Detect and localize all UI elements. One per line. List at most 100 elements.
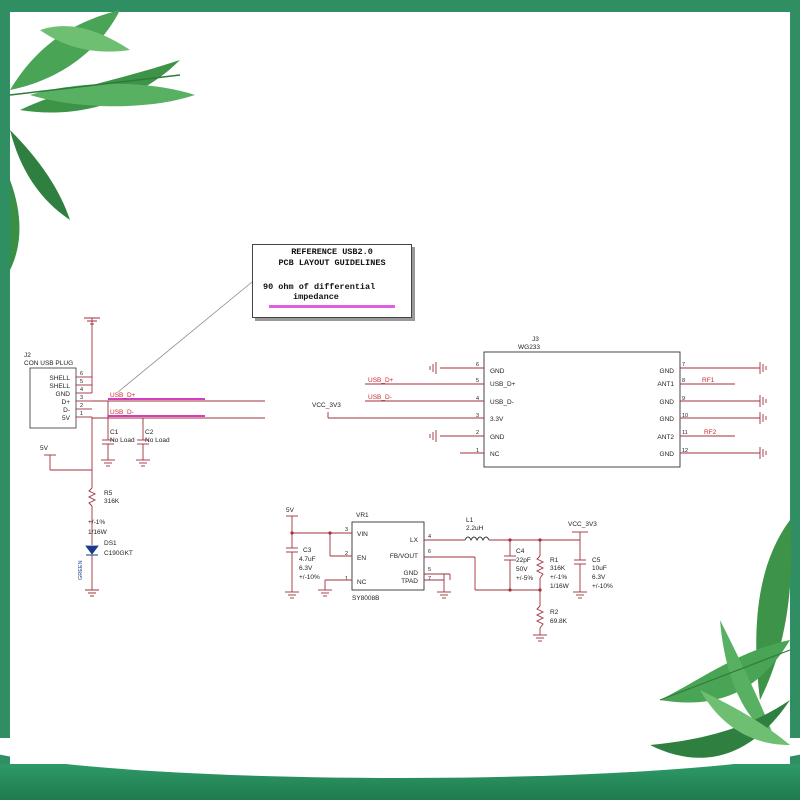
schematic-label: 4 [80, 387, 83, 393]
schematic-label: GND [660, 399, 675, 406]
schematic-label: J3 [532, 336, 539, 343]
schematic-label: 3.3V [490, 416, 504, 423]
usb-diff-pair: USB_D+ USB_D- [92, 392, 265, 419]
schematic-label: +/-10% [299, 574, 320, 581]
schematic-label: GND [490, 368, 505, 375]
schematic-label: ANT1 [657, 381, 674, 388]
schematic-label: +/-10% [592, 583, 613, 590]
note-line-4: impedance [293, 292, 339, 302]
schematic-label: GND [660, 368, 675, 375]
schematic-label: 9 [682, 396, 685, 402]
schematic-label: 5V [286, 507, 295, 514]
schematic-label: C1 [110, 429, 119, 436]
schematic-label: 2 [80, 403, 83, 409]
note-line-1: REFERENCE USB2.0 [291, 247, 373, 257]
schematic-label: D+ [62, 399, 71, 406]
schematic-label: VIN [357, 531, 368, 538]
schematic-label: USB_D+ [490, 381, 516, 388]
schematic-label: USB_D- [490, 399, 514, 406]
schematic-label: 5 [428, 567, 431, 573]
schematic-label: GREEN [78, 560, 84, 580]
schematic-label: 4 [428, 534, 431, 540]
schematic-label: 5V [62, 415, 71, 422]
schematic-label: USB_D- [110, 409, 134, 416]
note-line-3: 90 ohm of differential [263, 282, 376, 292]
schematic-label: TPAD [401, 578, 418, 585]
schematic-label: USB_D+ [110, 392, 136, 399]
schematic-label: L1 [466, 517, 474, 524]
frame-left [0, 0, 10, 800]
leaf-decoration-top-left [9, 10, 195, 270]
schematic-label: 6 [476, 362, 479, 368]
callout-leader [117, 281, 253, 393]
schematic-label: 6 [80, 371, 83, 377]
j2-name: CON USB PLUG [24, 360, 73, 367]
schematic-label: GND [660, 451, 675, 458]
schematic-label: VR1 [356, 512, 369, 519]
schematic-label: 2 [476, 430, 479, 436]
schematic-label: DS1 [104, 540, 117, 547]
schematic-label: 22pF [516, 557, 531, 564]
schematic-label: +/-1% [88, 519, 105, 526]
schematic-label: No Load [110, 437, 135, 444]
schematic-label: D- [63, 407, 70, 414]
schematic-label: 3 [476, 413, 479, 419]
note-highlight [269, 305, 395, 308]
schematic-label: 69.8K [550, 618, 568, 625]
schematic-label: 8 [682, 378, 685, 384]
schematic-label: 2.2uH [466, 525, 484, 532]
schematic-label: 316K [550, 565, 566, 572]
schematic-label: 316K [104, 498, 120, 505]
note-line-2: PCB LAYOUT GUIDELINES [278, 258, 386, 268]
frame-right [790, 0, 800, 800]
schematic-label: 50V [516, 566, 528, 573]
schematic-label: 10 [682, 413, 688, 419]
usb-connector-j2: J2 CON USB PLUG SHELL SHELL GND D+ D- 5V [24, 317, 100, 488]
schematic-label: RF1 [702, 377, 715, 384]
schematic-label: 6.3V [299, 565, 313, 572]
schematic-label: 3 [80, 395, 83, 401]
schematic-label: 5 [80, 379, 83, 385]
leaf-decoration-bottom-right [650, 520, 792, 758]
schematic-label: SHELL [49, 375, 70, 382]
schematic-label: GND [660, 416, 675, 423]
schematic-label: C2 [145, 429, 154, 436]
schematic-label: SHELL [49, 383, 70, 390]
frame-top [0, 0, 800, 12]
schematic-label: FB/VOUT [390, 553, 418, 560]
schematic-label: ANT2 [657, 434, 674, 441]
schematic-label: GND [404, 570, 419, 577]
schematic-label: 1/16W [88, 529, 108, 536]
schematic-label: R5 [104, 490, 113, 497]
schematic-label: VCC_3V3 [568, 521, 597, 528]
schematic-label: No Load [145, 437, 170, 444]
schematic-label: 3 [345, 527, 348, 533]
schematic-label: USB_D+ [368, 377, 394, 384]
schematic-label: 6.3V [592, 574, 606, 581]
schematic-label: GND [490, 434, 505, 441]
schematic-label: 4.7uF [299, 556, 316, 563]
schematic-label: NC [357, 579, 367, 586]
schematic-label: EN [357, 555, 366, 562]
schematic-label: 1/16W [550, 583, 570, 590]
schematic-label: C4 [516, 548, 525, 555]
schematic-label: 4 [476, 396, 479, 402]
schematic-label: 5 [476, 378, 479, 384]
layout-guideline-note: REFERENCE USB2.0 PCB LAYOUT GUIDELINES 9… [252, 244, 412, 318]
schematic-label: 5V [40, 445, 49, 452]
schematic-label: RF2 [704, 429, 717, 436]
schematic-label: 12 [682, 448, 688, 454]
j2-ref: J2 [24, 352, 31, 359]
led-circuit: 5V R5 316K +/-1% 1/16W DS1 C190GKT GREEN [40, 445, 133, 597]
schematic-label: WG233 [518, 344, 540, 351]
schematic-label: 1 [476, 448, 479, 454]
schematic-label: C190GKT [104, 550, 133, 557]
schematic-label: R1 [550, 557, 559, 564]
schematic-label: 1 [345, 576, 348, 582]
schematic-label: 10uF [592, 565, 607, 572]
schematic-label: C3 [303, 547, 312, 554]
schematic-label: 1 [80, 411, 83, 417]
schematic-label: VCC_3V3 [312, 402, 341, 409]
